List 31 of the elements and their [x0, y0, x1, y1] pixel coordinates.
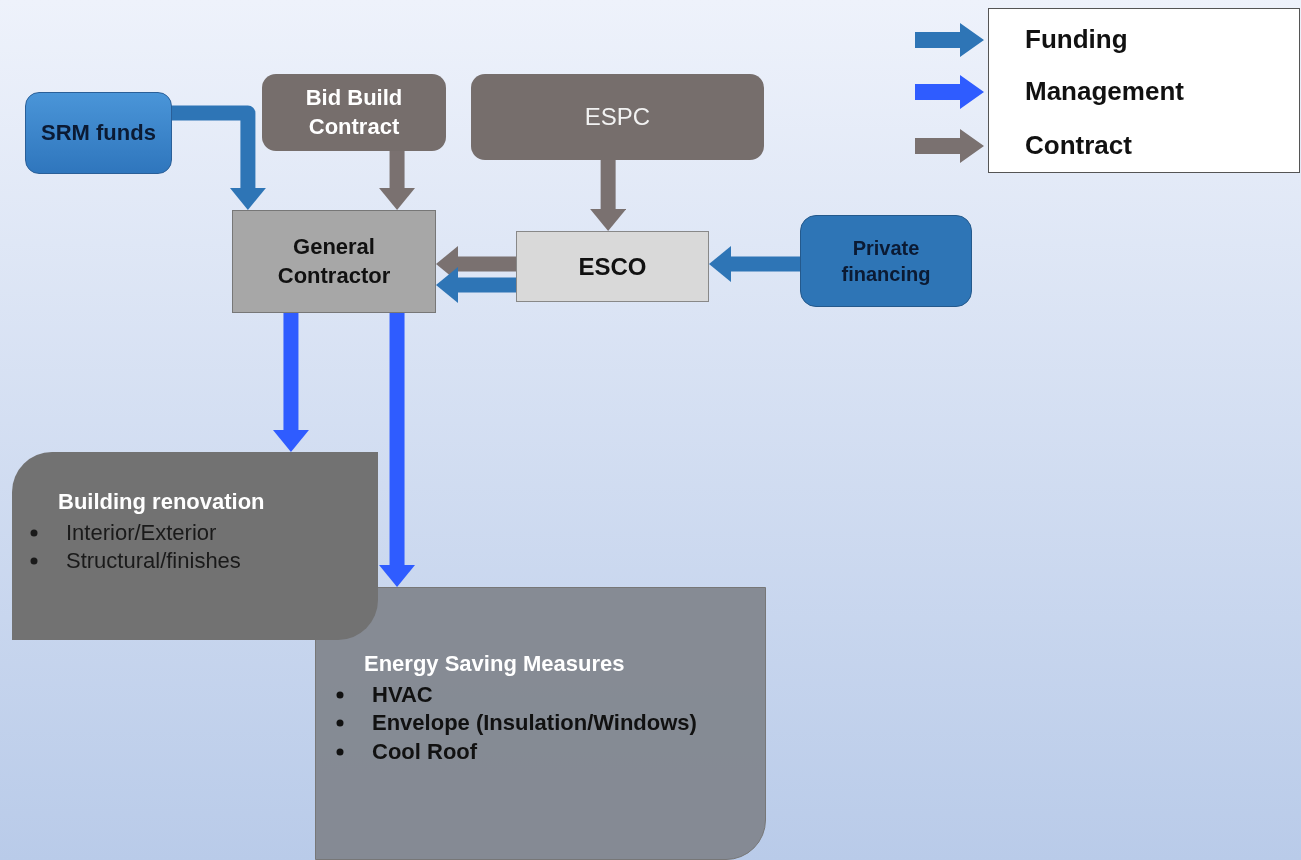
- arrow: [590, 160, 627, 231]
- contract-box: [471, 74, 764, 160]
- contract-box: [262, 74, 446, 151]
- arrow: [379, 313, 416, 587]
- arrow: [379, 151, 416, 210]
- list-item: Interior/Exterior: [66, 518, 217, 547]
- arrow: [172, 105, 266, 210]
- node-label: SRM funds: [41, 118, 156, 147]
- list-item: HVAC: [372, 680, 433, 709]
- process-box: [516, 231, 709, 302]
- arrow: [272, 313, 309, 452]
- outcome-box: [12, 452, 378, 640]
- arrow: [436, 266, 516, 303]
- process-box: [232, 210, 436, 313]
- legend-label: Management: [1025, 76, 1184, 107]
- outcome-box: [315, 587, 766, 860]
- heading: Building renovation: [57, 488, 265, 516]
- legend-label: Contract: [1025, 130, 1132, 161]
- heading: Energy Saving Measures: [363, 650, 625, 678]
- list-item: Structural/finishes: [66, 547, 241, 576]
- node-label: ESCO: [578, 251, 647, 282]
- list-item: Envelope (Insulation/Windows): [372, 709, 697, 738]
- node-label: General Contractor: [276, 232, 392, 290]
- list-item: Cool Roof: [372, 737, 478, 766]
- node-label: Bid Build Contract: [304, 83, 404, 141]
- funding-source-box: [800, 215, 972, 307]
- node-label: Private financing: [840, 236, 932, 287]
- node-label: ESPC: [584, 102, 651, 133]
- legend-label: Funding: [1025, 24, 1128, 55]
- funding-source-box: [25, 92, 172, 174]
- arrow: [709, 246, 800, 283]
